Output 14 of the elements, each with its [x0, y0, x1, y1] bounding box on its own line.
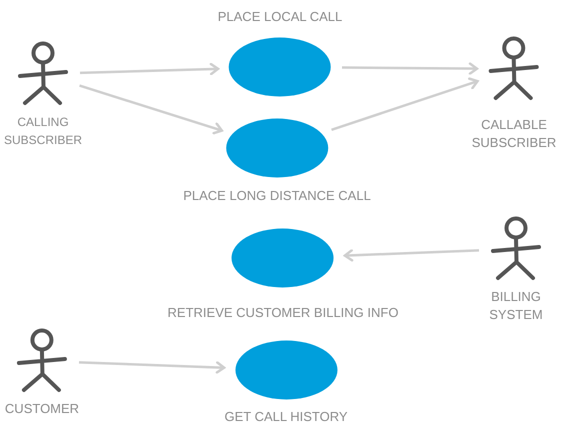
use-case-label: GET CALL HISTORY [224, 408, 348, 426]
actor-label: CALLING SUBSCRIBER [2, 114, 84, 149]
arrow [78, 361, 226, 374]
arrow [331, 77, 479, 132]
actor-label: CALLABLE SUBSCRIBER [472, 116, 556, 152]
arrow [344, 249, 480, 262]
actor-label: BILLING SYSTEM [489, 288, 543, 324]
arrow [79, 84, 224, 134]
use-case-label: RETRIEVE CUSTOMER BILLING INFO [168, 304, 398, 322]
arrow [80, 62, 220, 76]
arrow [342, 62, 478, 75]
use-case-label: PLACE LOCAL CALL [218, 8, 342, 26]
actor-label: CUSTOMER [4, 400, 80, 418]
use-case-label: PLACE LONG DISTANCE CALL [183, 187, 371, 205]
